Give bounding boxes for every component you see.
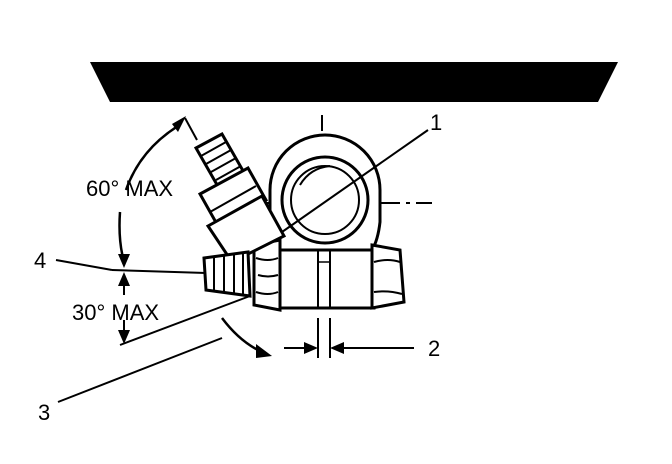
callout-3: 3	[38, 400, 50, 425]
bolt-nut-right	[370, 243, 406, 310]
angle-30-indicator	[118, 272, 130, 344]
rotation-arrow	[221, 317, 272, 358]
angled-fitting	[193, 131, 287, 264]
clamp-body	[268, 133, 382, 310]
bolt-head-left	[252, 238, 282, 312]
callout-2: 2	[428, 336, 440, 361]
angle-30-label: 30° MAX	[72, 300, 159, 325]
callout-1: 1	[430, 110, 442, 135]
leader-1	[281, 129, 429, 233]
leader-3	[57, 337, 223, 403]
mounting-surface	[90, 62, 618, 102]
leader-4	[55, 259, 113, 271]
angle-60-indicator	[118, 116, 198, 268]
angle-60-label: 60° MAX	[86, 176, 173, 201]
reference-line	[111, 269, 207, 274]
horizontal-fitting	[202, 250, 252, 298]
gap-dimension	[284, 318, 414, 358]
lower-limit-line	[119, 295, 251, 346]
callout-4: 4	[34, 248, 46, 273]
